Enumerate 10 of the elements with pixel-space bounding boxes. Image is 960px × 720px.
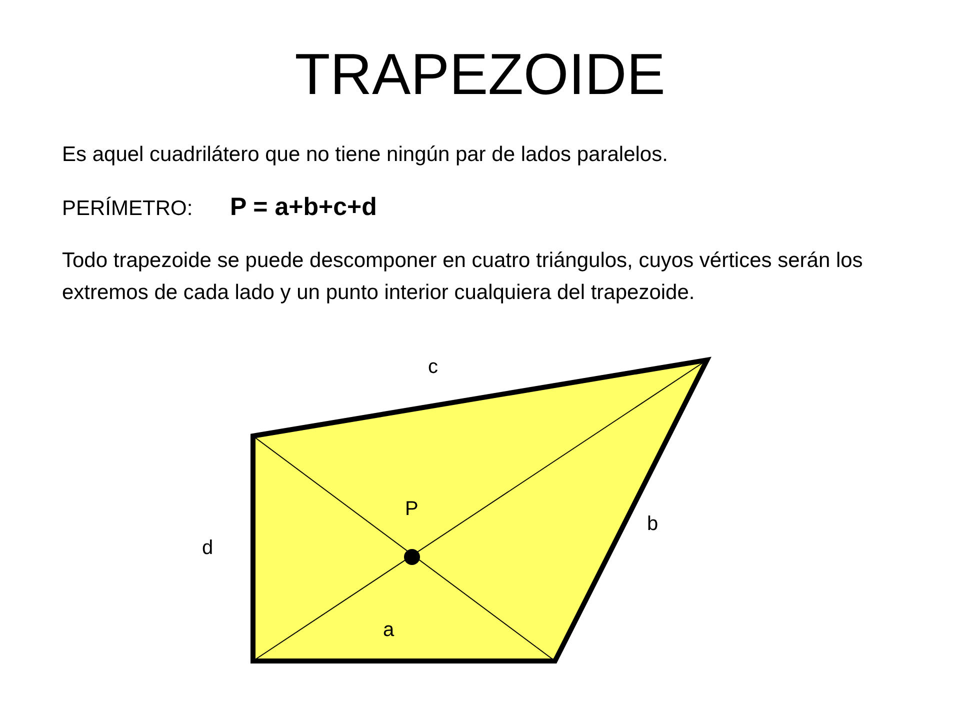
perimeter-label: PERÍMETRO:: [62, 196, 194, 221]
description-text: Es aquel cuadrilátero que no tiene ningún par de lados paralelos.: [62, 142, 669, 167]
description-text: Todo trapezoide se puede descomponer en cuatro triángulos, cuyos vértices serán los extremos de cada lado y un punto interior cualquiera del trapezoide.: [62, 248, 864, 306]
side-label: b: [647, 512, 658, 536]
side-label: a: [383, 618, 394, 642]
title: TRAPEZOIDE: [294, 41, 666, 109]
side-label: d: [202, 536, 214, 560]
perimeter-formula: P = a+b+c+d: [230, 192, 378, 222]
side-label: c: [428, 355, 438, 379]
point-label: P: [405, 497, 418, 521]
